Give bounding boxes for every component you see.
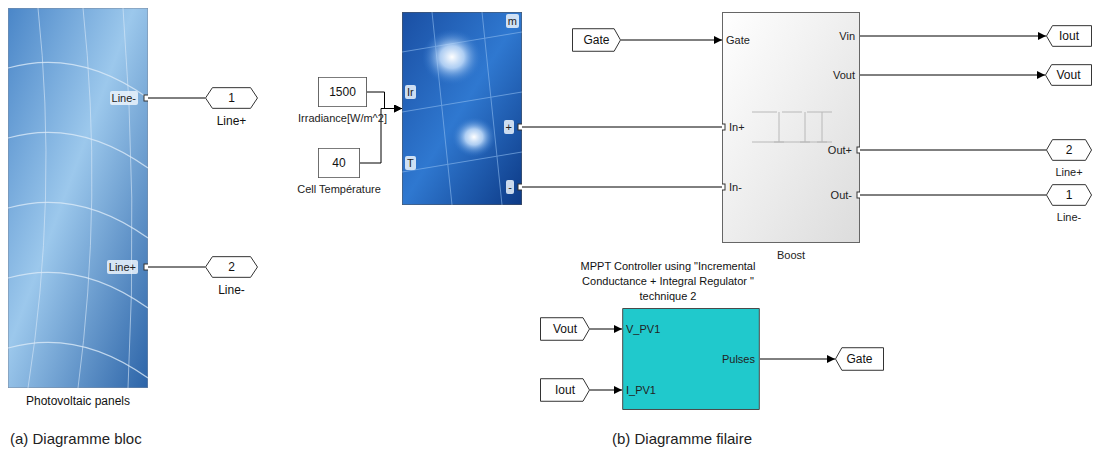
signal-line — [367, 92, 402, 109]
goto-tag: Iout — [1046, 25, 1092, 47]
pv-subsystem-block: Line-Line+Photovoltaic panels — [8, 8, 148, 388]
block-label: 1 — [1066, 188, 1073, 202]
port-label: Boost — [777, 248, 805, 262]
port-label: Cell Température — [297, 182, 381, 196]
block-label: Line+ — [217, 114, 247, 128]
physical-wire — [522, 187, 722, 188]
port-label: Vout — [833, 68, 855, 82]
port-label: T — [405, 156, 416, 170]
port-label: Irradiance[W/m^2] — [298, 111, 387, 125]
signal-line — [760, 359, 835, 360]
port-label: Out+ — [828, 143, 852, 157]
mppt-controller-block: MPPT Controller using "Incremental Condu… — [622, 308, 760, 410]
outport-block: 1Line+ — [205, 87, 258, 109]
block-label: Vout — [553, 322, 577, 336]
port-label: V_PV1 — [626, 322, 660, 336]
figure-caption: (a) Diagramme bloc — [10, 430, 142, 447]
block-label: Vout — [1056, 68, 1080, 82]
outport-block: 2Line- — [205, 256, 258, 278]
outport-block: 2Line+ — [1046, 139, 1092, 161]
outport-block: 1Line- — [1046, 184, 1092, 206]
signal-line — [590, 390, 622, 391]
physical-wire — [860, 150, 1046, 151]
block-label: 40 — [332, 156, 345, 170]
block-label: 2 — [228, 260, 235, 274]
from-tag: Vout — [540, 317, 590, 341]
port-label: Line+ — [107, 260, 138, 274]
block-label: Gate — [583, 33, 609, 47]
port-label: I_PV1 — [626, 383, 656, 397]
from-tag: Iout — [540, 378, 590, 402]
signal-line — [621, 40, 722, 41]
physical-wire — [522, 127, 722, 128]
block-label: Gate — [846, 352, 872, 366]
figure-caption: (b) Diagramme filaire — [612, 430, 752, 447]
signal-line — [590, 329, 622, 330]
goto-tag: Vout — [1045, 64, 1092, 86]
constant-block: 1500Irradiance[W/m^2] — [318, 77, 367, 107]
port-label: Pulses — [722, 352, 755, 366]
block-label: 1500 — [329, 85, 356, 99]
block-label: 2 — [1066, 143, 1073, 157]
physical-wire — [860, 195, 1046, 196]
constant-block: 40Cell Température — [318, 148, 360, 178]
block-label: Iout — [1059, 29, 1079, 43]
goto-tag: Gate — [835, 347, 884, 371]
port-label: Ir — [405, 85, 416, 99]
pv-panel-picture — [8, 8, 148, 388]
port-label: + — [504, 120, 514, 134]
port-label: m — [506, 14, 519, 28]
port-label: Vin — [839, 29, 855, 43]
boost-converter-block: GateVinVoutIn+Out+In-Out-Boost — [722, 12, 860, 243]
block-label: 1 — [228, 91, 235, 105]
port-label: - — [506, 180, 514, 194]
from-tag: Gate — [572, 28, 621, 52]
port-label: Line+ — [1055, 165, 1082, 179]
physical-wire — [148, 98, 205, 99]
signal-line — [860, 75, 1045, 76]
pv-array-picture — [402, 12, 522, 205]
port-label: Out- — [831, 188, 852, 202]
port-label: Line- — [110, 91, 138, 105]
port-label: Line- — [1057, 210, 1081, 224]
pv-array-block: IrTm + - — [402, 12, 522, 205]
block-heading: MPPT Controller using "Incremental Condu… — [568, 259, 768, 304]
block-label: Line- — [218, 283, 245, 297]
port-label: In+ — [729, 120, 745, 134]
signal-line — [860, 36, 1046, 37]
block-label: Iout — [555, 383, 575, 397]
port-label: In- — [729, 180, 742, 194]
port-label: Gate — [726, 33, 750, 47]
block-label: Photovoltaic panels — [26, 394, 130, 408]
physical-wire — [148, 267, 205, 268]
